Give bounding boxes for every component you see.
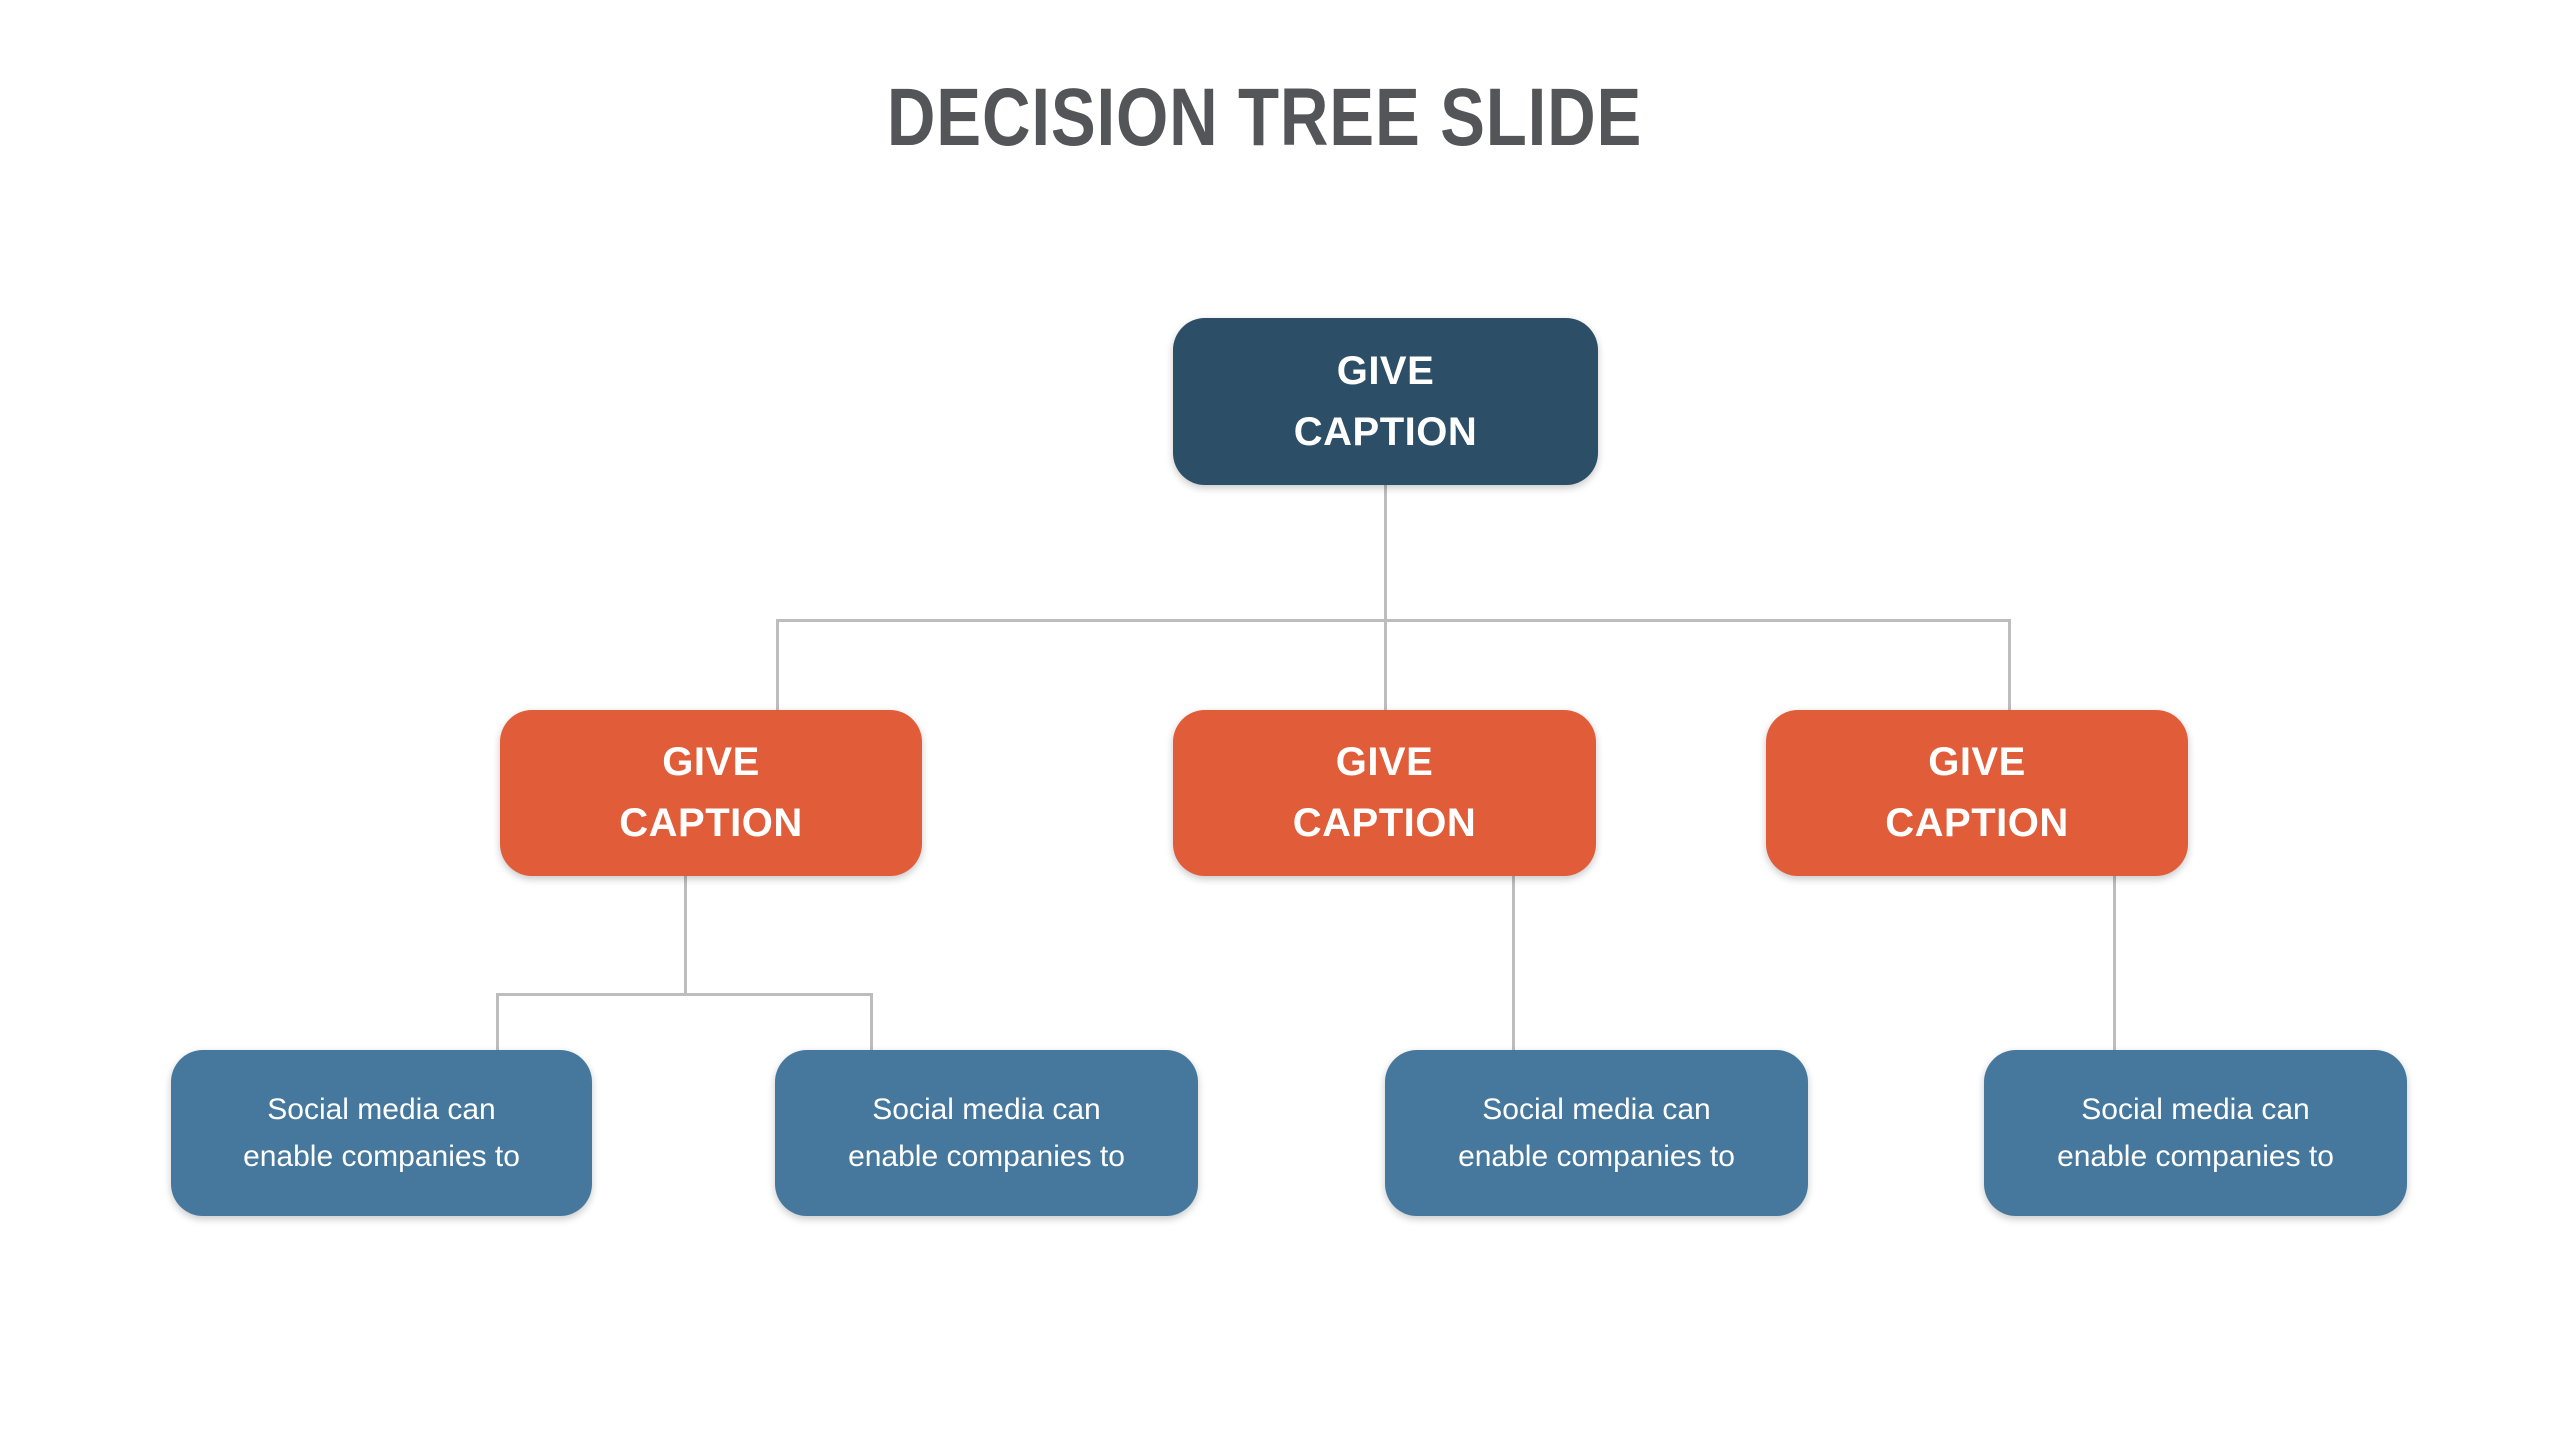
root-node-label-line2: CAPTION xyxy=(1293,409,1478,454)
slide-title: DECISION TREE SLIDE xyxy=(887,72,1643,163)
leaf-node-4-text-line2: enable companies to xyxy=(2057,1140,2334,1173)
branch-node-2: GIVE CAPTION xyxy=(1173,710,1596,876)
leaf-node-3: Social media can enable companies to xyxy=(1385,1050,1808,1216)
connector-branch1-drop xyxy=(776,619,779,711)
leaf-node-4: Social media can enable companies to xyxy=(1984,1050,2407,1216)
leaf-node-3-text-line2: enable companies to xyxy=(1458,1140,1735,1173)
leaf-node-2-text-line2: enable companies to xyxy=(848,1140,1125,1173)
leaf-node-1-text-line1: Social media can xyxy=(267,1093,496,1126)
leaf-node-2-text-line1: Social media can xyxy=(872,1093,1101,1126)
branch-node-2-label-line1: GIVE xyxy=(1335,740,1434,784)
branch-node-1-label-line2: CAPTION xyxy=(619,801,803,845)
branch-node-3-label-line1: GIVE xyxy=(1928,740,2026,784)
branch-node-1-label-line1: GIVE xyxy=(662,740,760,784)
branch-node-3: GIVE CAPTION xyxy=(1766,710,2188,876)
connector-root-down xyxy=(1384,485,1387,711)
branch-node-1: GIVE CAPTION xyxy=(500,710,922,876)
root-node: GIVE CAPTION xyxy=(1173,318,1598,485)
connector-leaf4-drop xyxy=(2113,876,2116,1051)
connector-branch1-down xyxy=(684,876,687,994)
connector-leaf1-drop xyxy=(496,993,499,1051)
branch-node-3-label-line2: CAPTION xyxy=(1885,801,2069,845)
leaf-node-1-text-line2: enable companies to xyxy=(243,1140,520,1173)
connector-leaf3-drop xyxy=(1512,876,1515,1051)
title-wrap: DECISION TREE SLIDE xyxy=(0,62,2530,174)
leaf-node-1: Social media can enable companies to xyxy=(171,1050,592,1216)
root-node-label-line1: GIVE xyxy=(1336,348,1435,393)
connector-level1-bar xyxy=(777,619,2010,622)
connector-branch3-drop xyxy=(2008,619,2011,711)
leaf-node-2: Social media can enable companies to xyxy=(775,1050,1198,1216)
branch-node-2-label-line2: CAPTION xyxy=(1292,801,1477,845)
leaf-node-3-text-line1: Social media can xyxy=(1482,1093,1711,1126)
connector-leaf2-drop xyxy=(870,993,873,1051)
leaf-node-4-text-line1: Social media can xyxy=(2081,1093,2310,1126)
connector-level2-bar xyxy=(496,993,873,996)
